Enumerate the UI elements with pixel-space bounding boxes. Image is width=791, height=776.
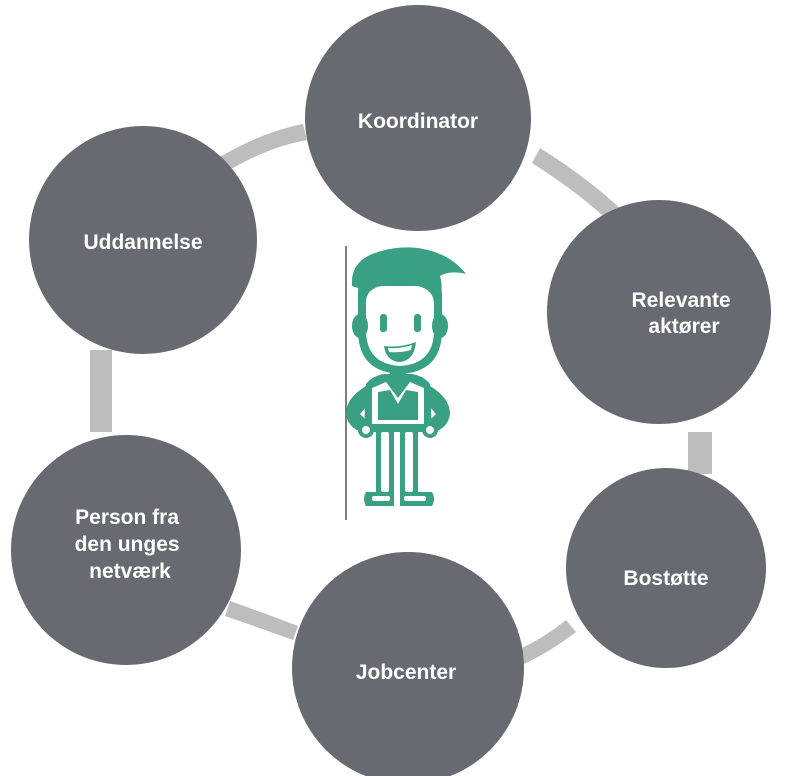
node-uddannelse: Uddannelse: [29, 126, 257, 354]
connector-bostotte-jobcenter: [517, 620, 576, 664]
node-koordinator: Koordinator: [305, 5, 531, 231]
node-person-fra-den-unges-netvaerk: Person fra den unges netværk: [11, 435, 241, 665]
connector-jobcenter-person: [225, 601, 298, 640]
node-jobcenter: Jobcenter: [292, 552, 524, 776]
node-relevante-aktorer: Relevante aktører: [547, 200, 771, 424]
node-label: Jobcenter: [356, 661, 456, 684]
node-label: Bostøtte: [623, 567, 708, 590]
node-label: Relevante aktører: [631, 289, 736, 338]
node-label: Uddannelse: [83, 231, 202, 254]
connectors: [90, 124, 712, 664]
node-bostotte: Bostøtte: [566, 468, 766, 668]
connector-koordinator-relevante: [532, 148, 624, 224]
node-label: Person fra den unges netværk: [75, 506, 186, 583]
connector-relevante-bostotte: [688, 432, 712, 474]
connector-person-uddannelse: [90, 350, 112, 432]
connector-uddannelse-koordinator: [218, 124, 307, 172]
node-label: Koordinator: [358, 110, 478, 133]
young-person-icon: [345, 246, 466, 520]
